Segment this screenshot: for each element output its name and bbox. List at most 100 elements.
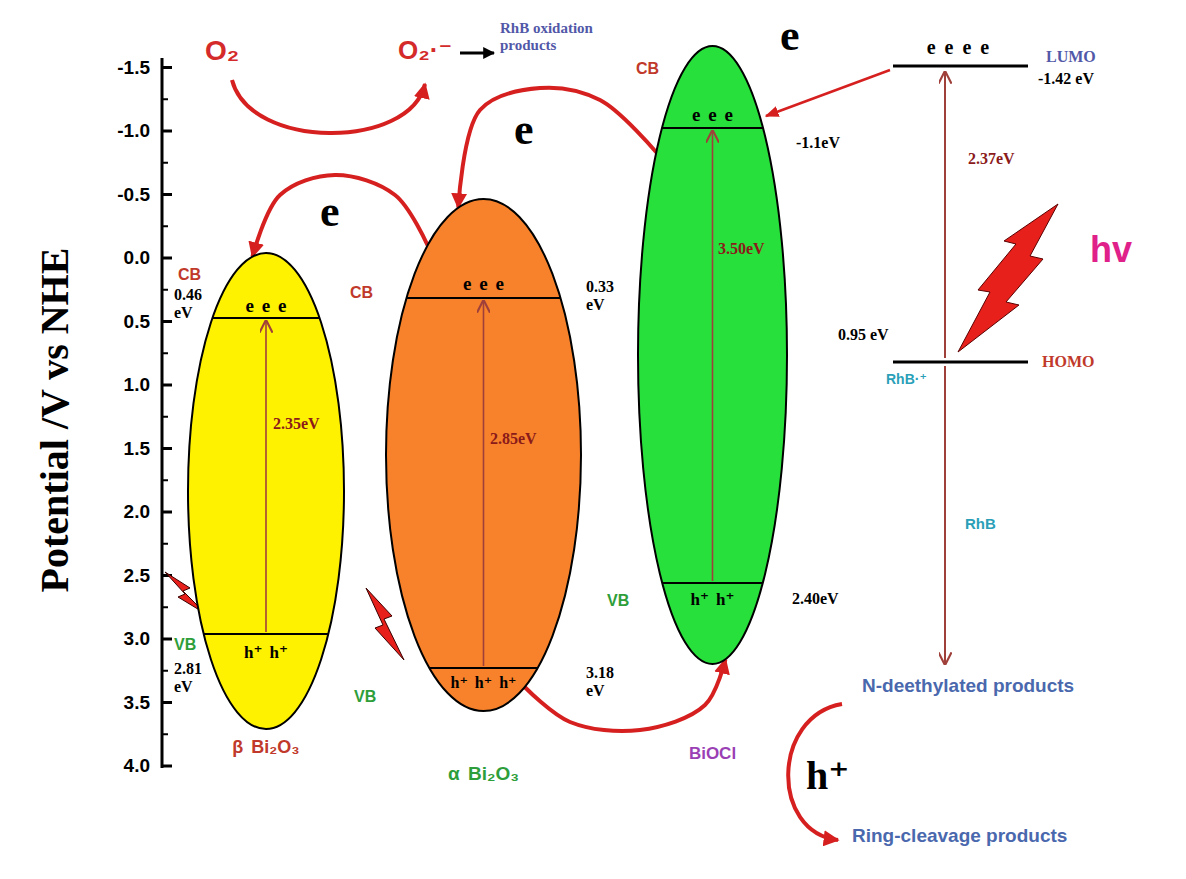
band-name: VB xyxy=(174,636,196,654)
potential-axis xyxy=(161,58,164,768)
gap-energy: 2.37eV xyxy=(968,150,1015,168)
minor-tick xyxy=(162,352,168,354)
band-outline xyxy=(638,46,787,664)
band-gap-energy: 2.35eV xyxy=(273,415,320,433)
product-label: Ring-cleavage products xyxy=(852,826,1067,847)
minor-tick xyxy=(162,670,168,672)
electron-row: e e e e xyxy=(927,36,990,58)
charge-transfer-arrow xyxy=(525,659,726,731)
minor-tick xyxy=(162,162,168,164)
band-energy: 2.40eV xyxy=(792,590,839,608)
charge-transfer-arrow xyxy=(458,88,656,208)
major-tick xyxy=(162,765,172,768)
valence-band-edge xyxy=(204,633,329,635)
electron-label: e xyxy=(320,190,340,234)
minor-tick xyxy=(162,733,168,735)
major-tick xyxy=(162,130,172,133)
oxidation-arrow xyxy=(460,52,494,55)
minor-tick xyxy=(162,289,168,291)
major-tick xyxy=(162,638,172,641)
dye-label: RhB xyxy=(965,516,996,533)
band-gap-energy: 2.85eV xyxy=(490,430,537,448)
product-label: RhB oxidation products xyxy=(500,20,625,53)
lumo-level xyxy=(893,65,1028,68)
degradation-arrow xyxy=(944,366,946,664)
excitation-arrow xyxy=(265,321,267,632)
axis-tick-label: 4.0 xyxy=(124,756,150,777)
major-tick xyxy=(162,447,172,450)
orbital-energy: -1.42 eV xyxy=(1038,70,1094,88)
axis-tick-label: 0.0 xyxy=(124,248,150,269)
axis-tick-label: 3.0 xyxy=(124,629,150,650)
axis-title: Potential /V vs NHE xyxy=(33,248,77,593)
conduction-band-edge xyxy=(406,297,560,299)
electron-row: e e e xyxy=(692,105,733,126)
hole-row: h⁺ h⁺ xyxy=(244,644,288,663)
minor-tick xyxy=(162,98,168,100)
conduction-band-edge xyxy=(212,317,319,319)
band-outline xyxy=(386,199,581,711)
major-tick xyxy=(162,257,172,260)
band-name: CB xyxy=(178,266,201,284)
band-outline xyxy=(188,253,344,729)
hole-label: h⁺ xyxy=(806,756,849,796)
injection-arrow xyxy=(766,70,890,116)
band-ellipse: e e e2.85eVh⁺ h⁺ h⁺α Bi₂O₃ xyxy=(385,198,582,712)
minor-tick xyxy=(162,543,168,545)
charge-transfer-arrow xyxy=(252,175,427,257)
axis-ticks xyxy=(162,68,172,767)
axis-tick-label: 0.5 xyxy=(124,311,150,332)
band-name: VB xyxy=(607,592,629,610)
minor-tick xyxy=(162,606,168,608)
species-label: O₂·⁻ xyxy=(398,36,452,65)
band-energy: 3.18 eV xyxy=(586,664,622,699)
light-label: hv xyxy=(1090,230,1132,270)
axis-tick-label: 2.5 xyxy=(124,565,150,586)
major-tick xyxy=(162,384,172,387)
axis-tick-label: 1.0 xyxy=(124,375,150,396)
electron-label: e xyxy=(780,14,800,58)
valence-band-edge xyxy=(662,582,763,584)
electron-row: e e e xyxy=(246,296,287,317)
band-shape xyxy=(637,45,788,665)
species-label: O₂ xyxy=(205,36,239,67)
hole-row: h⁺ h⁺ h⁺ xyxy=(450,674,516,692)
dye-label: RhB·⁺ xyxy=(886,372,927,387)
major-tick xyxy=(162,701,172,704)
axis-tick-label: -1.5 xyxy=(117,57,150,78)
major-tick xyxy=(162,320,172,323)
axis-tick-label: 1.5 xyxy=(124,438,150,459)
valence-band-edge xyxy=(429,667,537,669)
electron-row: e e e xyxy=(463,274,504,295)
excitation-arrow xyxy=(483,301,485,666)
light-bolt xyxy=(366,588,404,660)
minor-tick xyxy=(162,416,168,418)
axis-tick-label: -0.5 xyxy=(117,184,150,205)
band-name: CB xyxy=(350,284,373,302)
excitation-arrow xyxy=(944,72,946,358)
band-ellipse: e e e2.35eVh⁺ h⁺β Bi₂O₃ xyxy=(187,252,345,730)
major-tick xyxy=(162,193,172,196)
band-energy: -1.1eV xyxy=(796,134,840,152)
conduction-band-edge xyxy=(662,127,763,129)
excitation-arrow xyxy=(712,131,714,581)
light-bolt xyxy=(958,204,1058,352)
minor-tick xyxy=(162,225,168,227)
band-ellipse: e e e3.50eVh⁺ h⁺BiOCl xyxy=(637,45,788,665)
band-name: CB xyxy=(636,60,659,78)
minor-tick xyxy=(162,479,168,481)
product-label: N-deethylated products xyxy=(862,676,1074,697)
material-name: α Bi₂O₃ xyxy=(448,764,519,785)
material-name: BiOCl xyxy=(689,745,736,764)
material-name: β Bi₂O₃ xyxy=(232,738,299,758)
orbital-energy: 0.95 eV xyxy=(838,326,889,344)
axis-tick-label: -1.0 xyxy=(117,121,150,142)
axis-tick-label: 3.5 xyxy=(124,692,150,713)
band-name: VB xyxy=(354,688,376,706)
orbital-name: HOMO xyxy=(1042,353,1094,371)
hole-row: h⁺ h⁺ xyxy=(690,591,734,610)
orbital-name: LUMO xyxy=(1046,48,1096,66)
